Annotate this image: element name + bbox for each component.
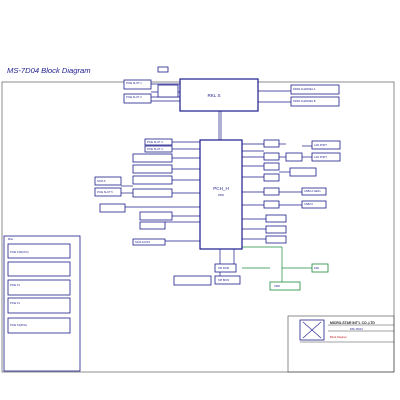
- title-block: [287, 315, 395, 373]
- pcie-slot-left-label: PCIE SLOT 5: [97, 190, 113, 194]
- box-pch: [199, 139, 243, 250]
- com-port-1-label: USB3.2 GEN1: [304, 189, 321, 193]
- box-lan-port-2: [311, 152, 341, 162]
- box-left-panel-2: [7, 261, 71, 277]
- box-pcie-x1-2: [132, 164, 173, 174]
- box-sata-ports: [132, 238, 166, 246]
- spi-rom-label: SPI ROM: [218, 266, 229, 270]
- left-panel-title: Misc: [8, 237, 14, 241]
- box-left-panel-1: [7, 243, 71, 259]
- pcie-slot-1-label: PCIE SLOT 1: [126, 81, 142, 85]
- box-com-1: [263, 187, 280, 196]
- box-pcie-x1-3: [132, 175, 173, 185]
- fan-label: FAN: [314, 266, 319, 270]
- box-lan-mux: [285, 152, 303, 162]
- bios-label: SPI BIOS: [218, 278, 229, 282]
- box-spi-rom: [214, 263, 237, 273]
- box-bios: [214, 275, 241, 285]
- pci-slot-2-label: PCIE SLOT 4: [147, 147, 163, 151]
- pci-slot-1-label: PCIE SLOT 3: [147, 140, 163, 144]
- left-panel-item-3: PCIE X1: [10, 283, 21, 287]
- box-usb-left: [139, 221, 166, 230]
- box-atx-power: [173, 275, 212, 286]
- box-pcie-x1-4: [132, 188, 173, 198]
- box-ddr-channel-a: [290, 84, 340, 95]
- pcie-slot-2-label: PCIE SLOT 2: [126, 95, 142, 99]
- box-left-panel-3: [7, 279, 71, 296]
- left-panel-item-5: PCIE X4(PCH): [10, 323, 27, 327]
- company-name: MICRO-STAR INT'L CO.,LTD: [330, 321, 375, 325]
- vrm-label: VRM: [274, 284, 280, 288]
- box-pcie-switch: [157, 84, 179, 98]
- lan-port-1-label: LAN PORT: [314, 143, 327, 147]
- sata-left-label: SATA 6: [97, 179, 106, 183]
- box-pci-slot-1: [144, 138, 173, 146]
- box-io-3: [265, 235, 287, 244]
- box-lan-port-1: [311, 140, 341, 150]
- lan-port-2-label: LAN PORT: [314, 155, 327, 159]
- box-left-panel-4: [7, 297, 71, 314]
- box-tpm: [99, 203, 126, 213]
- box-phy-1: [263, 139, 280, 148]
- logo-mark: [302, 321, 322, 339]
- ddr-channel-a-label: DDR4 CHANNEL A: [293, 87, 316, 91]
- sata-ports-label: SATA 1/2/3/4: [135, 240, 150, 244]
- model-number: MS-7D04: [350, 327, 363, 331]
- box-usb-hub: [263, 162, 280, 171]
- box-sata-left: [94, 176, 122, 186]
- box-io-2: [265, 225, 287, 234]
- box-com-2: [263, 200, 280, 209]
- box-vrm: [269, 281, 301, 291]
- left-panel-item-1: PCIE X16(CPU): [10, 250, 29, 254]
- box-com-port-2: [301, 200, 327, 209]
- box-ddr-channel-b: [290, 96, 340, 107]
- box-rail-small: [157, 66, 169, 73]
- com-port-2-label: USB2.0: [304, 202, 313, 206]
- box-io-1: [265, 214, 287, 223]
- pch-sublabel: Z590: [218, 193, 224, 197]
- box-left-panel-5: [7, 317, 71, 334]
- ddr-channel-b-label: DDR4 CHANNEL B: [293, 99, 316, 103]
- left-panel-item-4: PCIE X1: [10, 301, 21, 305]
- box-pcie-slot-1: [123, 79, 152, 90]
- box-com-port-1: [301, 187, 327, 196]
- component-boxes: [3, 66, 395, 373]
- box-pcie-slot-2: [123, 93, 152, 104]
- box-pci-slot-2: [144, 145, 173, 153]
- box-phy-2: [263, 152, 280, 161]
- box-audio-jack: [289, 167, 317, 177]
- sheet-title: Block Diagram: [330, 335, 347, 339]
- box-cpu: [179, 78, 259, 112]
- box-pcie-x1-1: [132, 153, 173, 163]
- pch-label: PCH_H: [213, 186, 229, 191]
- diagram-title: MS-7D04 Block Diagram: [7, 66, 91, 75]
- box-audio: [263, 173, 280, 182]
- diagram-labels: RKL S PCH_H Z590 PCIE SLOT 1 PCIE SLOT 2…: [8, 81, 375, 339]
- box-pcie-slot-left: [94, 187, 122, 197]
- diagram-wires: [121, 83, 312, 282]
- box-fan: [311, 263, 329, 273]
- box-lpc-io: [139, 211, 173, 221]
- cpu-label: RKL S: [207, 93, 220, 98]
